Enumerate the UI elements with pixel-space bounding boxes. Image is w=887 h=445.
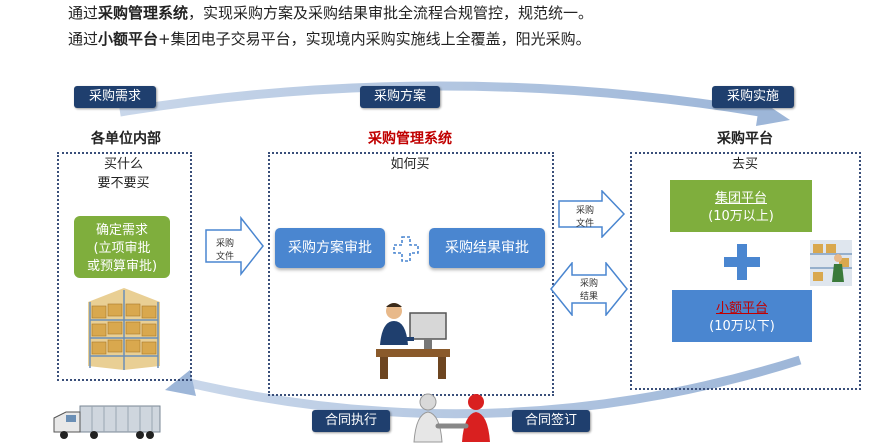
result-approval-button: 采购结果审批 — [429, 228, 545, 268]
arrow-top-label-1: 采购 — [575, 206, 594, 216]
flow-label-contract-exec: 合同执行 — [312, 410, 390, 432]
intro-line-2-suffix: +集团电子交易平台，实现境内采购实施线上全覆盖，阳光采购。 — [158, 30, 591, 48]
small-platform-box: 小额平台 (10万以下) — [672, 290, 812, 342]
plan-approval-button: 采购方案审批 — [275, 228, 385, 268]
plus-dashed-icon — [392, 235, 420, 263]
plus-icon — [724, 244, 760, 280]
left-heading: 各单位内部 — [91, 131, 161, 147]
truck-image — [53, 405, 161, 439]
small-platform-title: 小额平台 — [715, 301, 768, 316]
warehouse-shelves-image — [88, 288, 160, 370]
bottom-arc-arrowhead — [165, 370, 196, 396]
arrow-left-label-1: 采购 — [215, 239, 234, 249]
intro-line-1-prefix: 通过 — [68, 4, 99, 22]
office-worker-image — [376, 303, 450, 379]
intro-line-1: 通过采购管理系统，实现采购方案及采购结果审批全流程合规管控，规范统一。 — [68, 2, 593, 23]
flow-label-implement: 采购实施 — [712, 86, 794, 108]
right-heading: 采购平台 — [717, 131, 773, 147]
arrow-top-label-2: 文件 — [575, 219, 594, 229]
arrow-bottom-label-1: 采购 — [579, 279, 598, 289]
left-line-2: 要不要买 — [97, 176, 150, 191]
small-platform-sub: (10万以下) — [709, 319, 775, 334]
group-platform-title: 集团平台 — [714, 191, 767, 206]
intro-line-2-prefix: 通过 — [68, 30, 99, 48]
confirm-demand-line-2: (立项审批 — [93, 241, 151, 256]
right-subtitle: 去买 — [731, 157, 758, 172]
handshake-image — [413, 393, 490, 443]
confirm-demand-box: 确定需求 (立项审批 或预算审批) — [74, 216, 170, 278]
flow-label-demand: 采购需求 — [74, 86, 156, 108]
intro-line-2-bold: 小额平台 — [98, 30, 159, 48]
middle-panel — [268, 152, 554, 396]
arrow-left-to-middle — [205, 216, 264, 276]
middle-heading: 采购管理系统 — [368, 131, 452, 147]
arrow-bottom-label-2: 结果 — [579, 292, 598, 302]
right-panel — [630, 152, 861, 390]
top-arc — [119, 81, 761, 117]
arrow-middle-to-right — [558, 190, 626, 238]
group-platform-box: 集团平台 (10万以上) — [670, 180, 812, 232]
left-panel — [57, 152, 192, 381]
arrow-left-label-2: 文件 — [215, 252, 234, 262]
confirm-demand-line-3: 或预算审批) — [86, 259, 158, 274]
arrow-right-to-middle — [550, 262, 628, 316]
middle-subtitle: 如何买 — [390, 157, 430, 172]
intro-line-1-suffix: ，实现采购方案及采购结果审批全流程合规管控，规范统一。 — [188, 4, 594, 22]
left-line-1: 买什么 — [103, 157, 143, 172]
confirm-demand-line-1: 确定需求 — [95, 223, 148, 238]
group-platform-sub: (10万以上) — [708, 209, 774, 224]
intro-line-1-bold: 采购管理系统 — [98, 4, 189, 22]
warehouse-worker-image — [810, 240, 852, 286]
flow-label-contract-sign: 合同签订 — [512, 410, 590, 432]
flow-label-plan: 采购方案 — [360, 86, 440, 108]
intro-line-2: 通过小额平台+集团电子交易平台，实现境内采购实施线上全覆盖，阳光采购。 — [68, 28, 591, 49]
bottom-arc — [183, 355, 802, 419]
